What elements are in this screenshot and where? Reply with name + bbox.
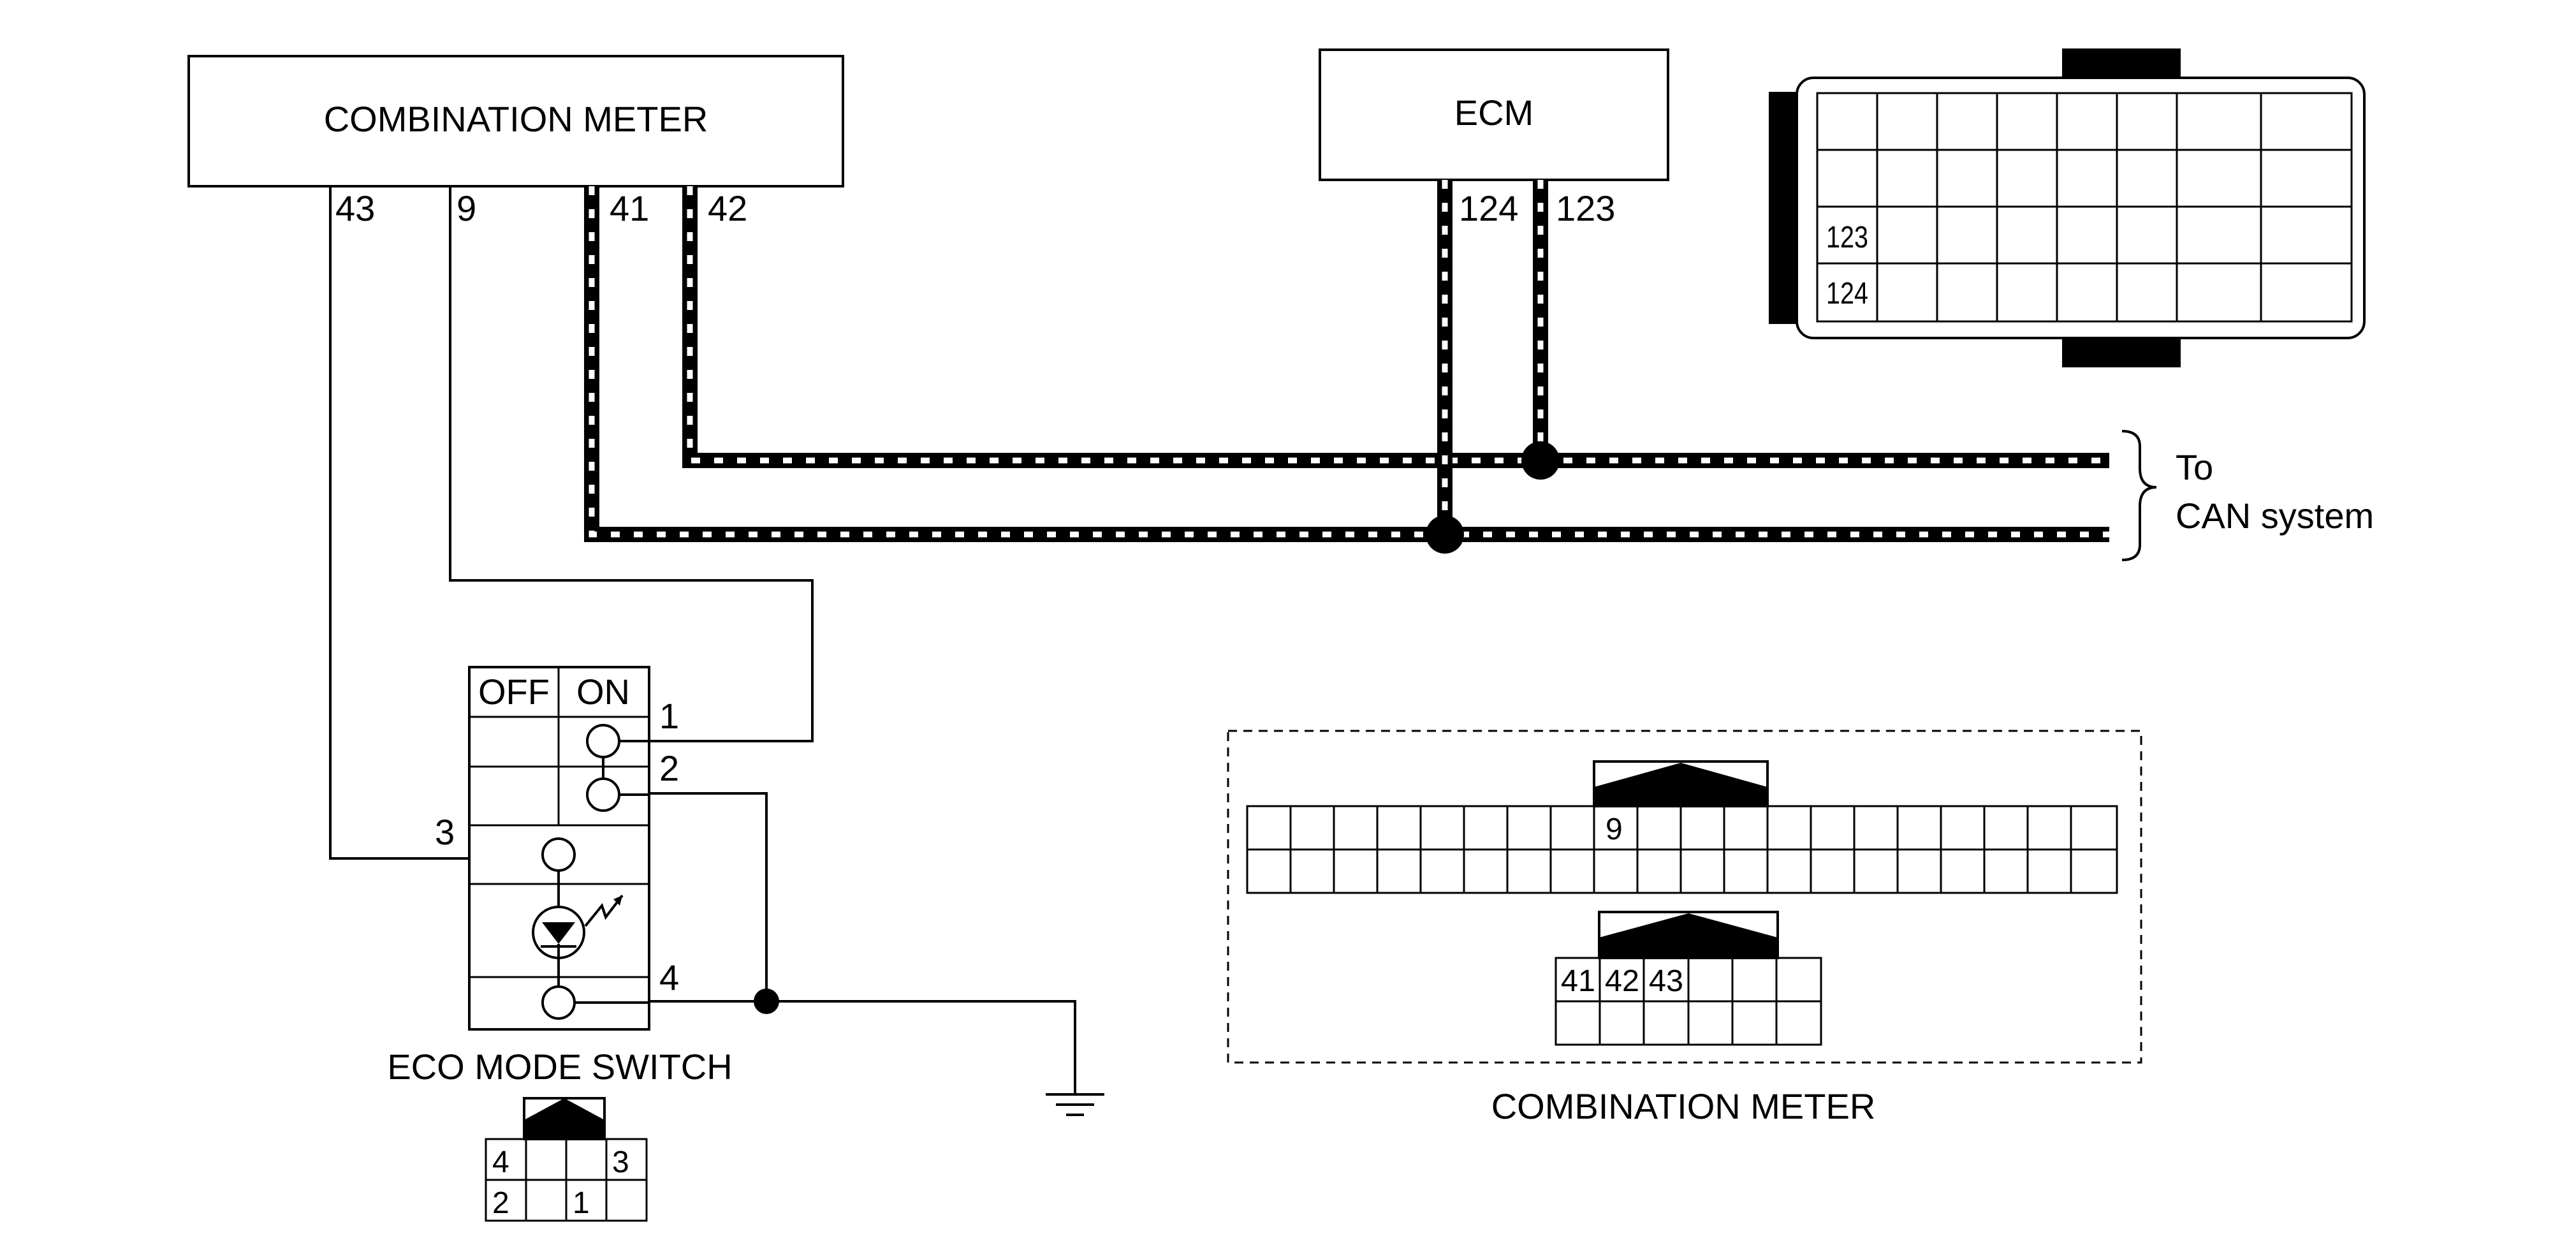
meter-upper-connector: 9 [1246,805,2118,894]
eco-connector-cell-2: 2 [492,1186,509,1220]
meter-connector-cell-43: 43 [1649,964,1683,998]
can-splice-low [1426,515,1464,554]
ecm-connector: 123 124 [1769,48,2366,367]
meter-connector-cell-42: 42 [1605,964,1639,998]
signal-wiring [329,186,1076,1094]
ground-icon [1046,1093,1104,1116]
meter-pin-41: 41 [610,188,649,228]
meter-pin-43: 43 [335,188,375,228]
ecm-connector-cell-124: 124 [1826,277,1868,311]
eco-connector-cell-1: 1 [573,1186,590,1220]
eco-mode-switch: OFF ON 1 2 3 4 [435,666,679,1031]
can-splice-high [1521,441,1560,480]
can-system-reference: To CAN system [2121,430,2374,561]
eco-switch-connector: 4 3 2 1 [485,1097,648,1222]
ground-splice [754,989,779,1014]
combination-meter-connector-panel: 9 41 42 43 [1227,730,2142,1064]
meter-lower-connector: 41 42 43 [1555,957,1822,1046]
can-system-label: CAN system [2176,496,2374,536]
eco-connector-cell-3: 3 [612,1145,629,1179]
switch-on-label: ON [576,672,630,712]
combination-meter-module: COMBINATION METER [187,55,844,188]
switch-pin-1: 1 [659,696,679,736]
ecm-title: ECM [1454,92,1533,133]
switch-pin-3: 3 [435,812,455,852]
meter-connector-cell-9: 9 [1606,813,1623,846]
meter-pin-9: 9 [457,188,476,228]
eco-mode-switch-label: ECO MODE SWITCH [387,1047,732,1087]
switch-pin-2: 2 [659,748,679,788]
ecm-pin-123: 123 [1556,188,1615,228]
meter-connector-caption: COMBINATION METER [1491,1086,1876,1126]
can-wiring [584,180,2109,554]
meter-connector-cell-41: 41 [1561,964,1595,998]
switch-pin-4: 4 [659,957,679,997]
eco-connector-cell-4: 4 [492,1145,509,1179]
switch-off-label: OFF [478,672,550,712]
combination-meter-title: COMBINATION METER [324,99,708,139]
ecm-module: ECM [1319,48,1669,181]
can-system-to-label: To [2176,447,2213,487]
ecm-connector-cell-123: 123 [1826,221,1868,254]
led-indicator-icon [532,894,624,959]
meter-pin-42: 42 [708,188,747,228]
ecm-pin-124: 124 [1459,188,1518,228]
